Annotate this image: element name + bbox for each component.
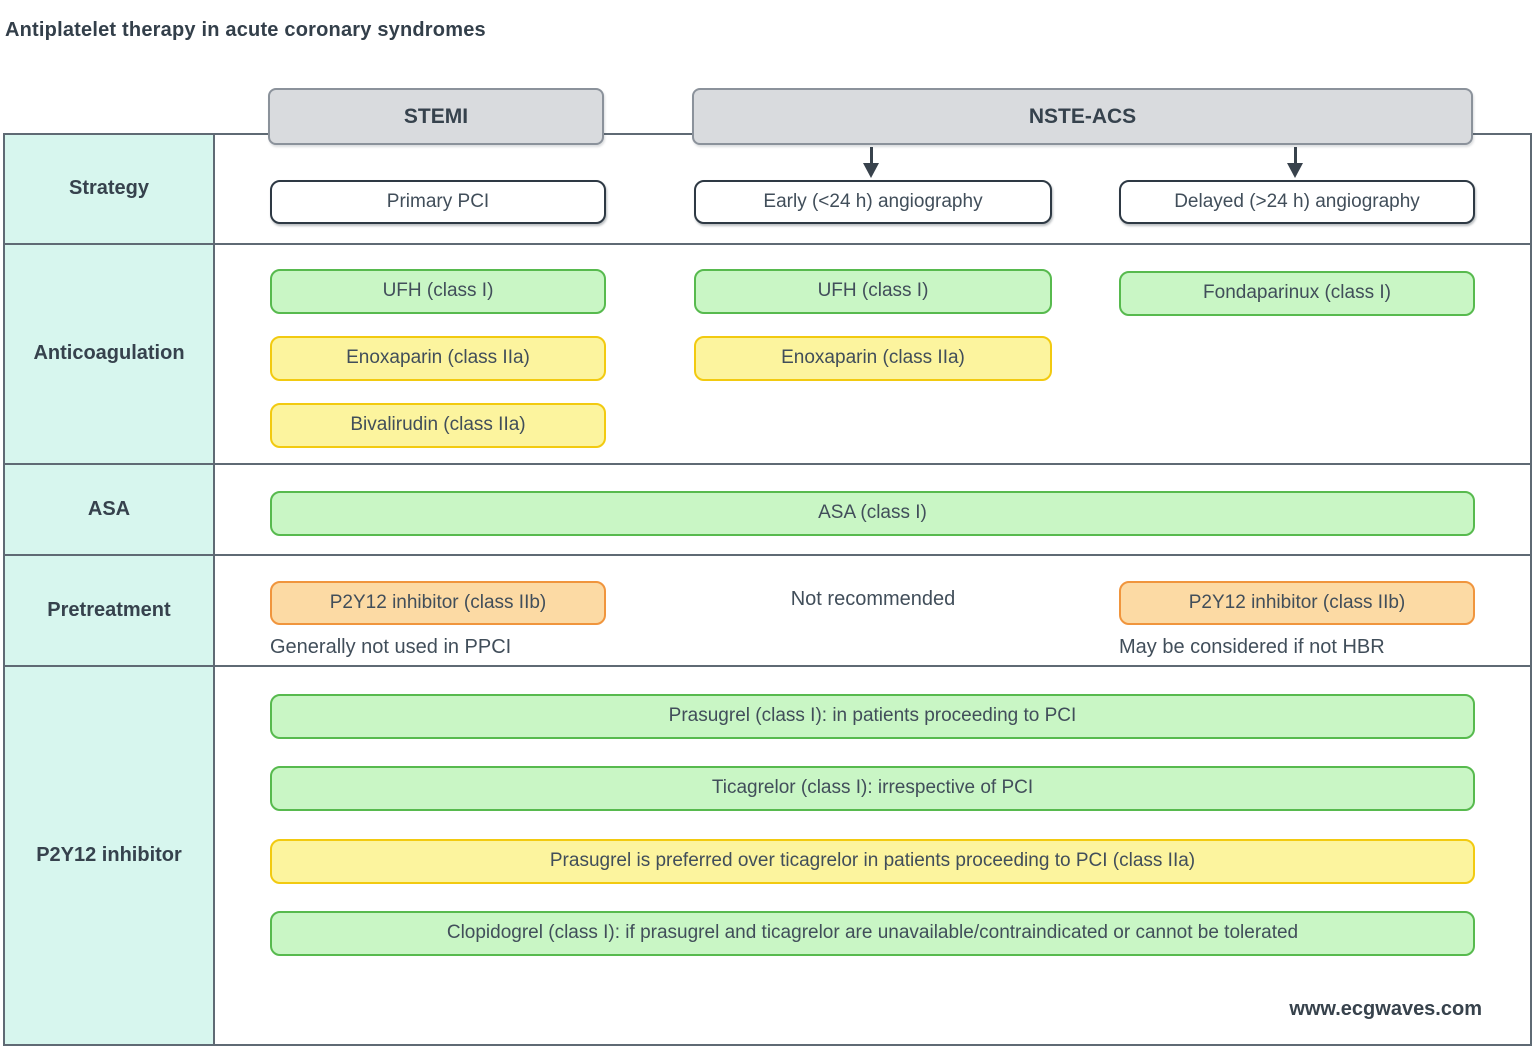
row-label-p2y12-inhibitor: P2Y12 inhibitor — [5, 666, 215, 1044]
row-label-asa: ASA — [5, 464, 215, 555]
row-anticoagulation: Anticoagulation UFH (class I) Enoxaparin… — [5, 244, 1530, 465]
enoxaparin-early-box: Enoxaparin (class IIa) — [694, 335, 1052, 381]
therapy-table: Strategy Primary PCI Early (<24 h) angio… — [3, 133, 1532, 1046]
pretreatment-delayed-note: May be considered if not HBR — [1119, 636, 1385, 659]
row-label-text: Pretreatment — [47, 598, 171, 621]
ufh-stemi-box: UFH (class I) — [270, 268, 606, 314]
row-p2y12-inhibitor: P2Y12 inhibitor Prasugrel (class I): in … — [5, 666, 1530, 1044]
bivalirudin-stemi-box: Bivalirudin (class IIa) — [270, 402, 606, 448]
arrow-head — [1287, 163, 1303, 178]
p2y12-delayed-box: P2Y12 inhibitor (class IIb) — [1119, 581, 1475, 626]
prasugrel-box: Prasugrel (class I): in patients proceed… — [270, 693, 1475, 739]
row-pretreatment: Pretreatment P2Y12 inhibitor (class IIb)… — [5, 556, 1530, 667]
pretreatment-stemi-note: Generally not used in PPCI — [270, 636, 512, 659]
fondaparinux-delayed-box: Fondaparinux (class I) — [1119, 270, 1475, 316]
row-label-text: ASA — [87, 497, 131, 520]
delayed-angiography-box: Delayed (>24 h) angiography — [1119, 180, 1475, 224]
not-recommended-note: Not recommended — [790, 588, 956, 611]
nste-acs-header: NSTE-ACS — [692, 88, 1473, 145]
asa-box: ASA (class I) — [270, 490, 1475, 536]
arrow-head — [863, 163, 879, 178]
row-asa: ASA ASA (class I) — [5, 464, 1530, 557]
row-label-text: Anticoagulation — [33, 342, 185, 365]
ufh-early-box: UFH (class I) — [694, 268, 1052, 314]
arrow-shaft — [869, 147, 873, 165]
row-label-text: P2Y12 inhibitor — [36, 843, 182, 866]
row-label-anticoagulation: Anticoagulation — [5, 244, 215, 463]
row-content-pretreatment: P2Y12 inhibitor (class IIb) Generally no… — [215, 556, 1530, 665]
ticagrelor-box: Ticagrelor (class I): irrespective of PC… — [270, 765, 1475, 811]
watermark: www.ecgwaves.com — [1289, 998, 1482, 1020]
page-title: Antiplatelet therapy in acute coronary s… — [5, 19, 486, 41]
row-label-text: Strategy — [68, 177, 150, 200]
row-content-anticoagulation: UFH (class I) Enoxaparin (class IIa) Biv… — [215, 245, 1530, 463]
arrow-shaft — [1293, 147, 1297, 165]
row-content-strategy: Primary PCI Early (<24 h) angiography De… — [215, 135, 1530, 243]
early-angiography-box: Early (<24 h) angiography — [694, 180, 1052, 224]
row-label-strategy: Strategy — [5, 135, 215, 243]
row-label-pretreatment: Pretreatment — [5, 556, 215, 665]
row-content-p2y12-inhibitor: Prasugrel (class I): in patients proceed… — [215, 667, 1530, 1044]
primary-pci-box: Primary PCI — [270, 180, 606, 224]
stemi-header: STEMI — [268, 88, 604, 145]
row-content-asa: ASA (class I) — [215, 465, 1530, 555]
prasugrel-preferred-box: Prasugrel is preferred over ticagrelor i… — [270, 838, 1475, 884]
row-strategy: Strategy Primary PCI Early (<24 h) angio… — [5, 135, 1530, 245]
clopidogrel-box: Clopidogrel (class I): if prasugrel and … — [270, 910, 1475, 956]
enoxaparin-stemi-box: Enoxaparin (class IIa) — [270, 335, 606, 381]
p2y12-stemi-box: P2Y12 inhibitor (class IIb) — [270, 581, 606, 626]
